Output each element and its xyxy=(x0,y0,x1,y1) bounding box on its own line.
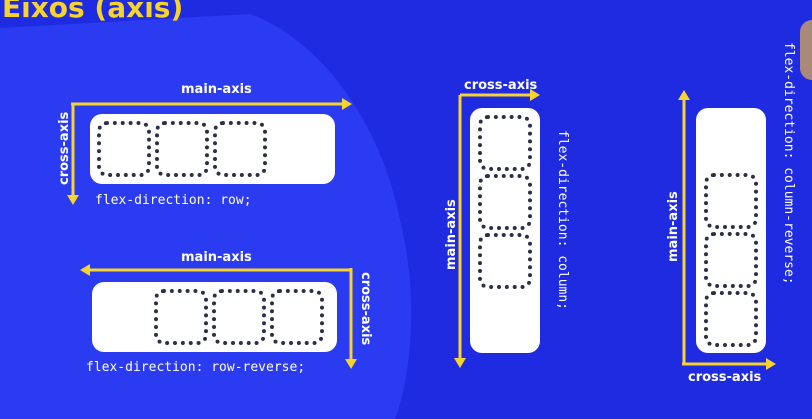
main-axis-label: main-axis xyxy=(666,191,681,262)
flex-item xyxy=(704,291,758,347)
slide-title: Eixos (axis) xyxy=(2,0,184,24)
column-reverse-container xyxy=(696,108,766,353)
main-axis-label: main-axis xyxy=(444,199,459,270)
presenter-avatar xyxy=(800,20,812,80)
flex-item xyxy=(154,289,208,345)
code-row-reverse: flex-direction: row-reverse; xyxy=(86,360,306,375)
column-container xyxy=(470,108,540,353)
flex-item xyxy=(213,121,267,177)
cross-axis-label: cross-axis xyxy=(464,78,538,93)
row-reverse-container xyxy=(92,282,337,352)
flex-item xyxy=(478,115,532,171)
main-axis-label: main-axis xyxy=(181,250,252,265)
flex-item xyxy=(97,121,151,177)
flex-item xyxy=(704,232,758,288)
row-container xyxy=(90,114,335,184)
main-axis-label: main-axis xyxy=(181,82,252,97)
flex-item xyxy=(155,121,209,177)
cross-axis-label: cross-axis xyxy=(57,111,72,185)
flex-item xyxy=(704,173,758,229)
flex-item xyxy=(212,289,266,345)
flex-item xyxy=(270,289,324,345)
cross-axis-label: cross-axis xyxy=(358,272,373,346)
cross-axis-label: cross-axis xyxy=(688,370,762,385)
flex-item xyxy=(478,174,532,230)
flex-item xyxy=(478,233,532,289)
code-row: flex-direction: row; xyxy=(95,193,252,208)
